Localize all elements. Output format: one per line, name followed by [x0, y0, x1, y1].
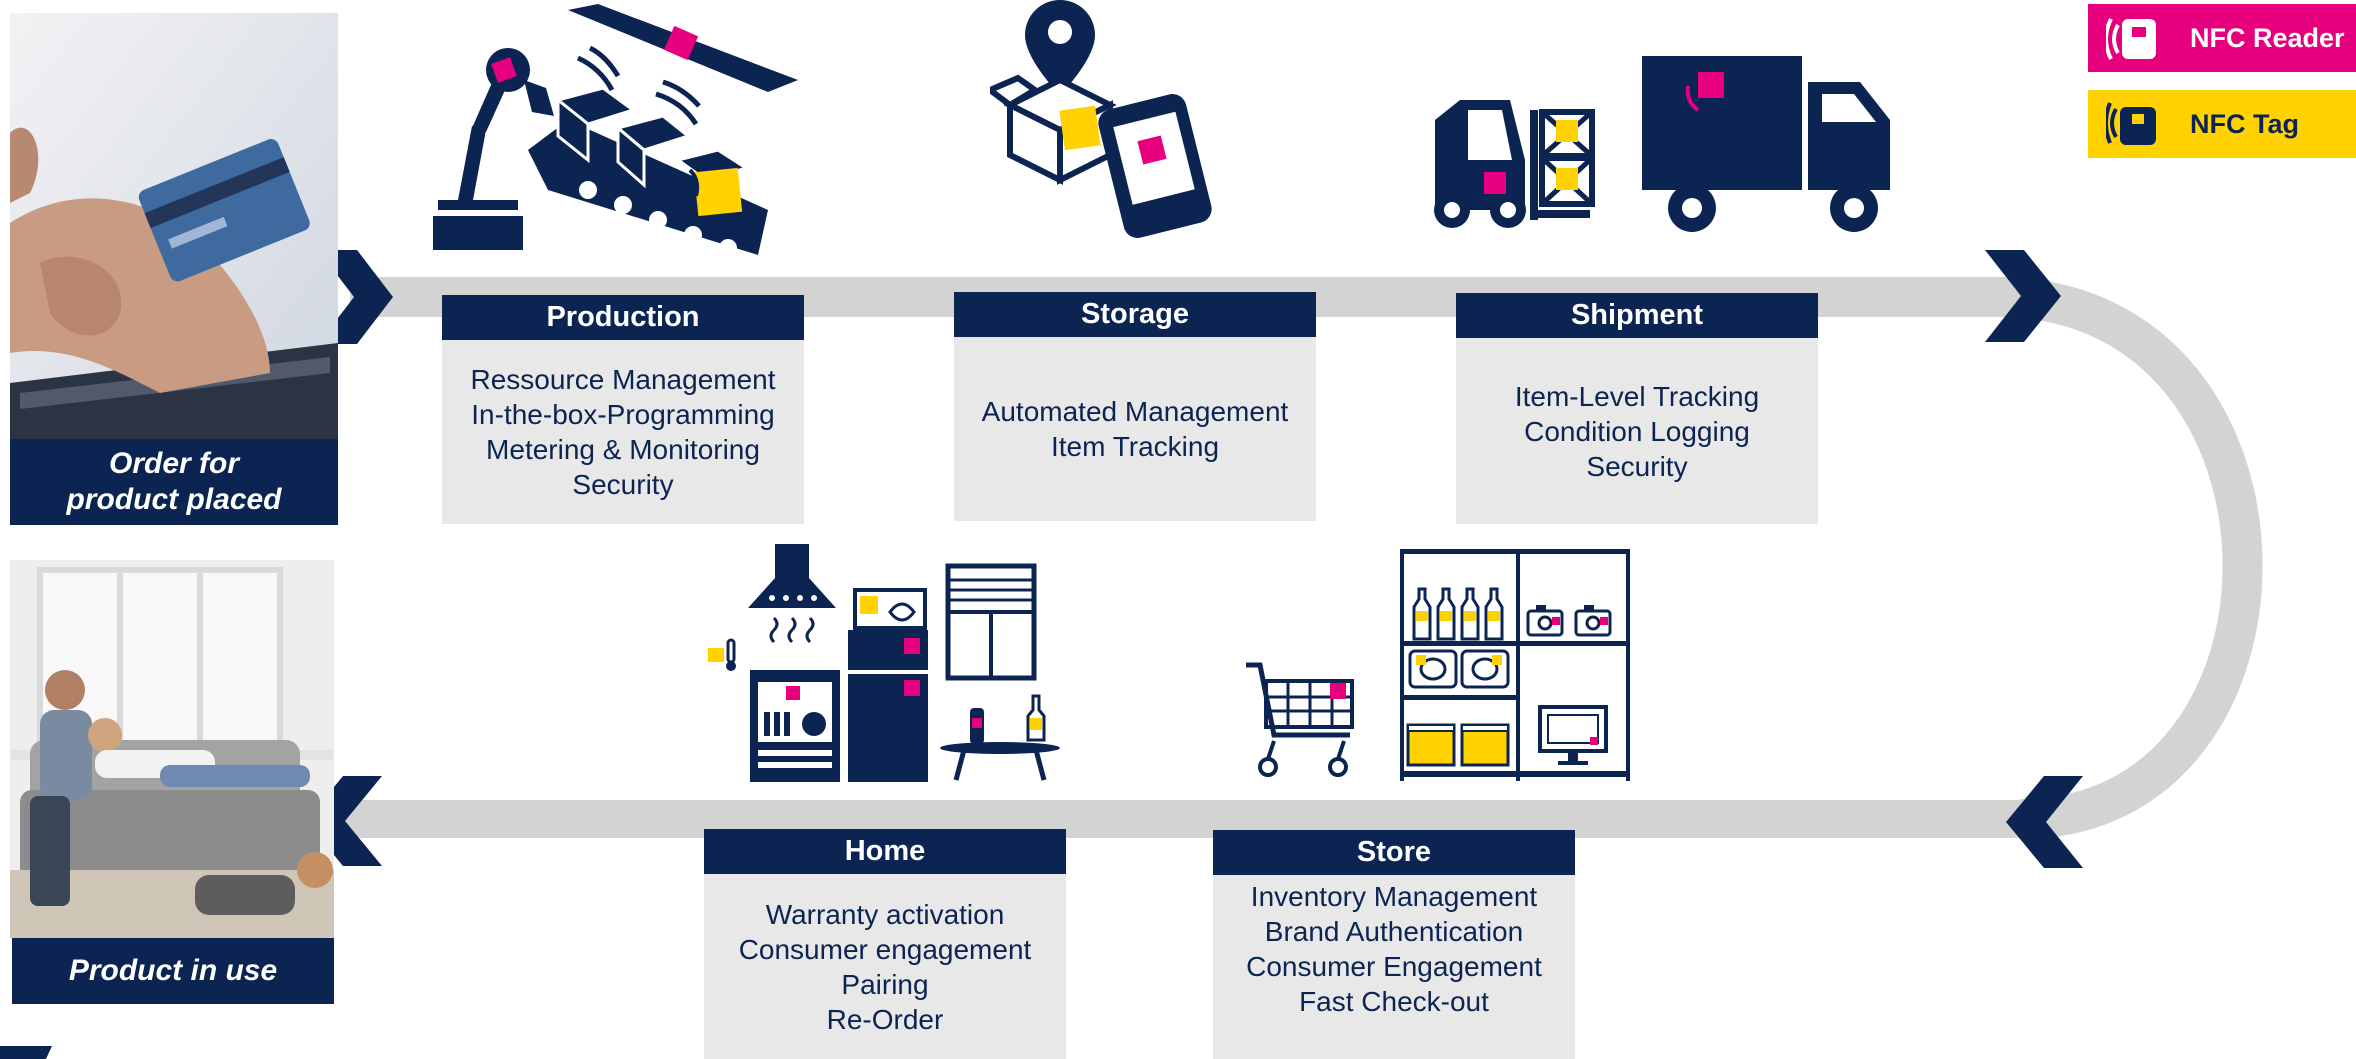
- legend-nfc-reader: NFC Reader: [2088, 4, 2356, 72]
- family-sofa-image: [10, 560, 334, 938]
- nfc-reader-icon: [2106, 18, 2156, 60]
- stage-store-item: Inventory Management: [1250, 881, 1538, 912]
- in-use-caption-text: Product in use: [68, 954, 278, 987]
- in-use-photo: [10, 560, 334, 938]
- order-caption-line2: product placed: [66, 483, 282, 516]
- stage-store-item: Fast Check-out: [1299, 986, 1489, 1017]
- shipment-forklift-truck-icon: [1434, 56, 1892, 232]
- stage-shipment-title: Shipment: [1456, 293, 1818, 338]
- stage-shipment-item: Security: [1586, 450, 1688, 482]
- stage-production-item: Ressource Management: [470, 364, 776, 395]
- stage-production-item: In-the-box-Programming: [471, 399, 775, 430]
- stage-storage-item: Item Tracking: [1050, 431, 1220, 462]
- stage-shipment-item: Item-Level Tracking: [1514, 380, 1760, 412]
- stage-home-item: Consumer engagement: [738, 933, 1032, 965]
- store-shelf-cart-icon: [1246, 549, 1630, 781]
- home-kitchen-icon: [708, 544, 1060, 782]
- stage-storage-title: Storage: [954, 292, 1316, 337]
- stage-shipment-card: Item-Level Tracking Condition Logging Se…: [1456, 338, 1818, 524]
- stage-production-card: Ressource Management In-the-box-Programm…: [442, 340, 804, 524]
- chevron-right-icon: [1985, 250, 2061, 342]
- chevron-left-icon: [2006, 776, 2083, 868]
- order-photo: [10, 13, 338, 439]
- stage-storage-item: Automated Management: [981, 396, 1289, 427]
- legend-nfc-tag: NFC Tag: [2088, 90, 2356, 158]
- stage-store-title: Store: [1213, 830, 1575, 875]
- stage-store-item: Consumer Engagement: [1246, 951, 1542, 982]
- stage-home-item: Pairing: [841, 968, 929, 1000]
- stage-home-item: Warranty activation: [765, 898, 1005, 930]
- in-use-caption: Product in use: [12, 938, 334, 1004]
- stage-shipment-item: Condition Logging: [1524, 415, 1750, 447]
- decorative-slash: [0, 1046, 52, 1059]
- stage-production-title: Production: [442, 295, 804, 340]
- stage-storage-card: Automated Management Item Tracking: [954, 337, 1316, 521]
- stage-store-card: Inventory Management Brand Authenticatio…: [1213, 875, 1575, 1059]
- stage-store-item: Brand Authentication: [1264, 916, 1524, 947]
- stage-home-title: Home: [704, 829, 1066, 874]
- stage-production-item: Security: [572, 469, 674, 500]
- production-robot-conveyor-icon: [433, 4, 798, 257]
- nfc-tag-icon: [2106, 102, 2156, 145]
- order-caption: Order for product placed: [10, 439, 338, 525]
- hand-credit-card-laptop-image: [10, 13, 338, 439]
- bottom-flow-track: [330, 800, 2020, 838]
- stage-home-item: Re-Order: [826, 1003, 944, 1035]
- order-caption-line1: Order for: [108, 447, 240, 480]
- legend-nfc-reader-label: NFC Reader: [2190, 22, 2345, 53]
- legend-nfc-tag-label: NFC Tag: [2190, 108, 2299, 139]
- stage-home-card: Warranty activation Consumer engagement …: [704, 874, 1066, 1059]
- return-loop-arc: [1999, 277, 2263, 840]
- stage-production-item: Metering & Monitoring: [486, 434, 760, 465]
- storage-box-location-phone-icon: [990, 0, 1212, 238]
